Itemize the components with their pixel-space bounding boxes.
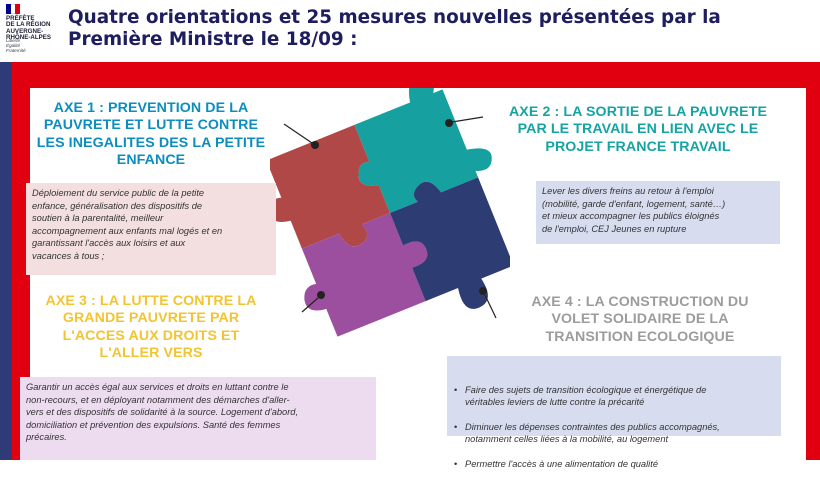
axe3-description: Garantir un accès égal aux services et d…: [20, 377, 376, 460]
axe1-title: AXE 1 : PREVENTION DE LA PAUVRETE ET LUT…: [36, 100, 266, 169]
marianne-flag-icon: [6, 4, 21, 14]
axe4-title: AXE 4 : LA CONSTRUCTION DU VOLET SOLIDAI…: [531, 294, 749, 345]
puzzle-piece-navy: [390, 177, 510, 309]
prefecture-logo: PRÉFÈTE DE LA RÉGION AUVERGNE- RHÔNE-ALP…: [4, 4, 58, 58]
logo-text: PRÉFÈTE DE LA RÉGION AUVERGNE- RHÔNE-ALP…: [6, 15, 52, 42]
logo-motto: Liberté Égalité Fraternité: [6, 38, 26, 53]
puzzle-icon: [270, 88, 510, 337]
page-title: Quatre orientations et 25 mesures nouvel…: [68, 7, 721, 50]
axe1-description: Déploiement du service public de la peti…: [26, 183, 276, 275]
axe4-description: Faire des sujets de transition écologiqu…: [447, 356, 781, 471]
axe2-description: Lever les divers freins au retour à l'em…: [536, 181, 780, 244]
puzzle-piece-teal: [354, 88, 492, 213]
axe3-title: AXE 3 : LA LUTTE CONTRE LA GRANDE PAUVRE…: [45, 293, 257, 362]
axe4-bullet-list: Faire des sujets de transition écologiqu…: [451, 372, 775, 483]
puzzle-piece-red: [270, 124, 390, 249]
puzzle-piece-purple: [301, 213, 428, 337]
list-item: Diminuer les dépenses contraintes des pu…: [451, 421, 775, 445]
axe2-title: AXE 2 : LA SORTIE DE LA PAUVRETE PAR LE …: [508, 104, 768, 155]
list-item: Faire des sujets de transition écologiqu…: [451, 384, 775, 408]
list-item: Permettre l'accès à une alimentation de …: [451, 458, 775, 470]
header: PRÉFÈTE DE LA RÉGION AUVERGNE- RHÔNE-ALP…: [0, 0, 820, 62]
